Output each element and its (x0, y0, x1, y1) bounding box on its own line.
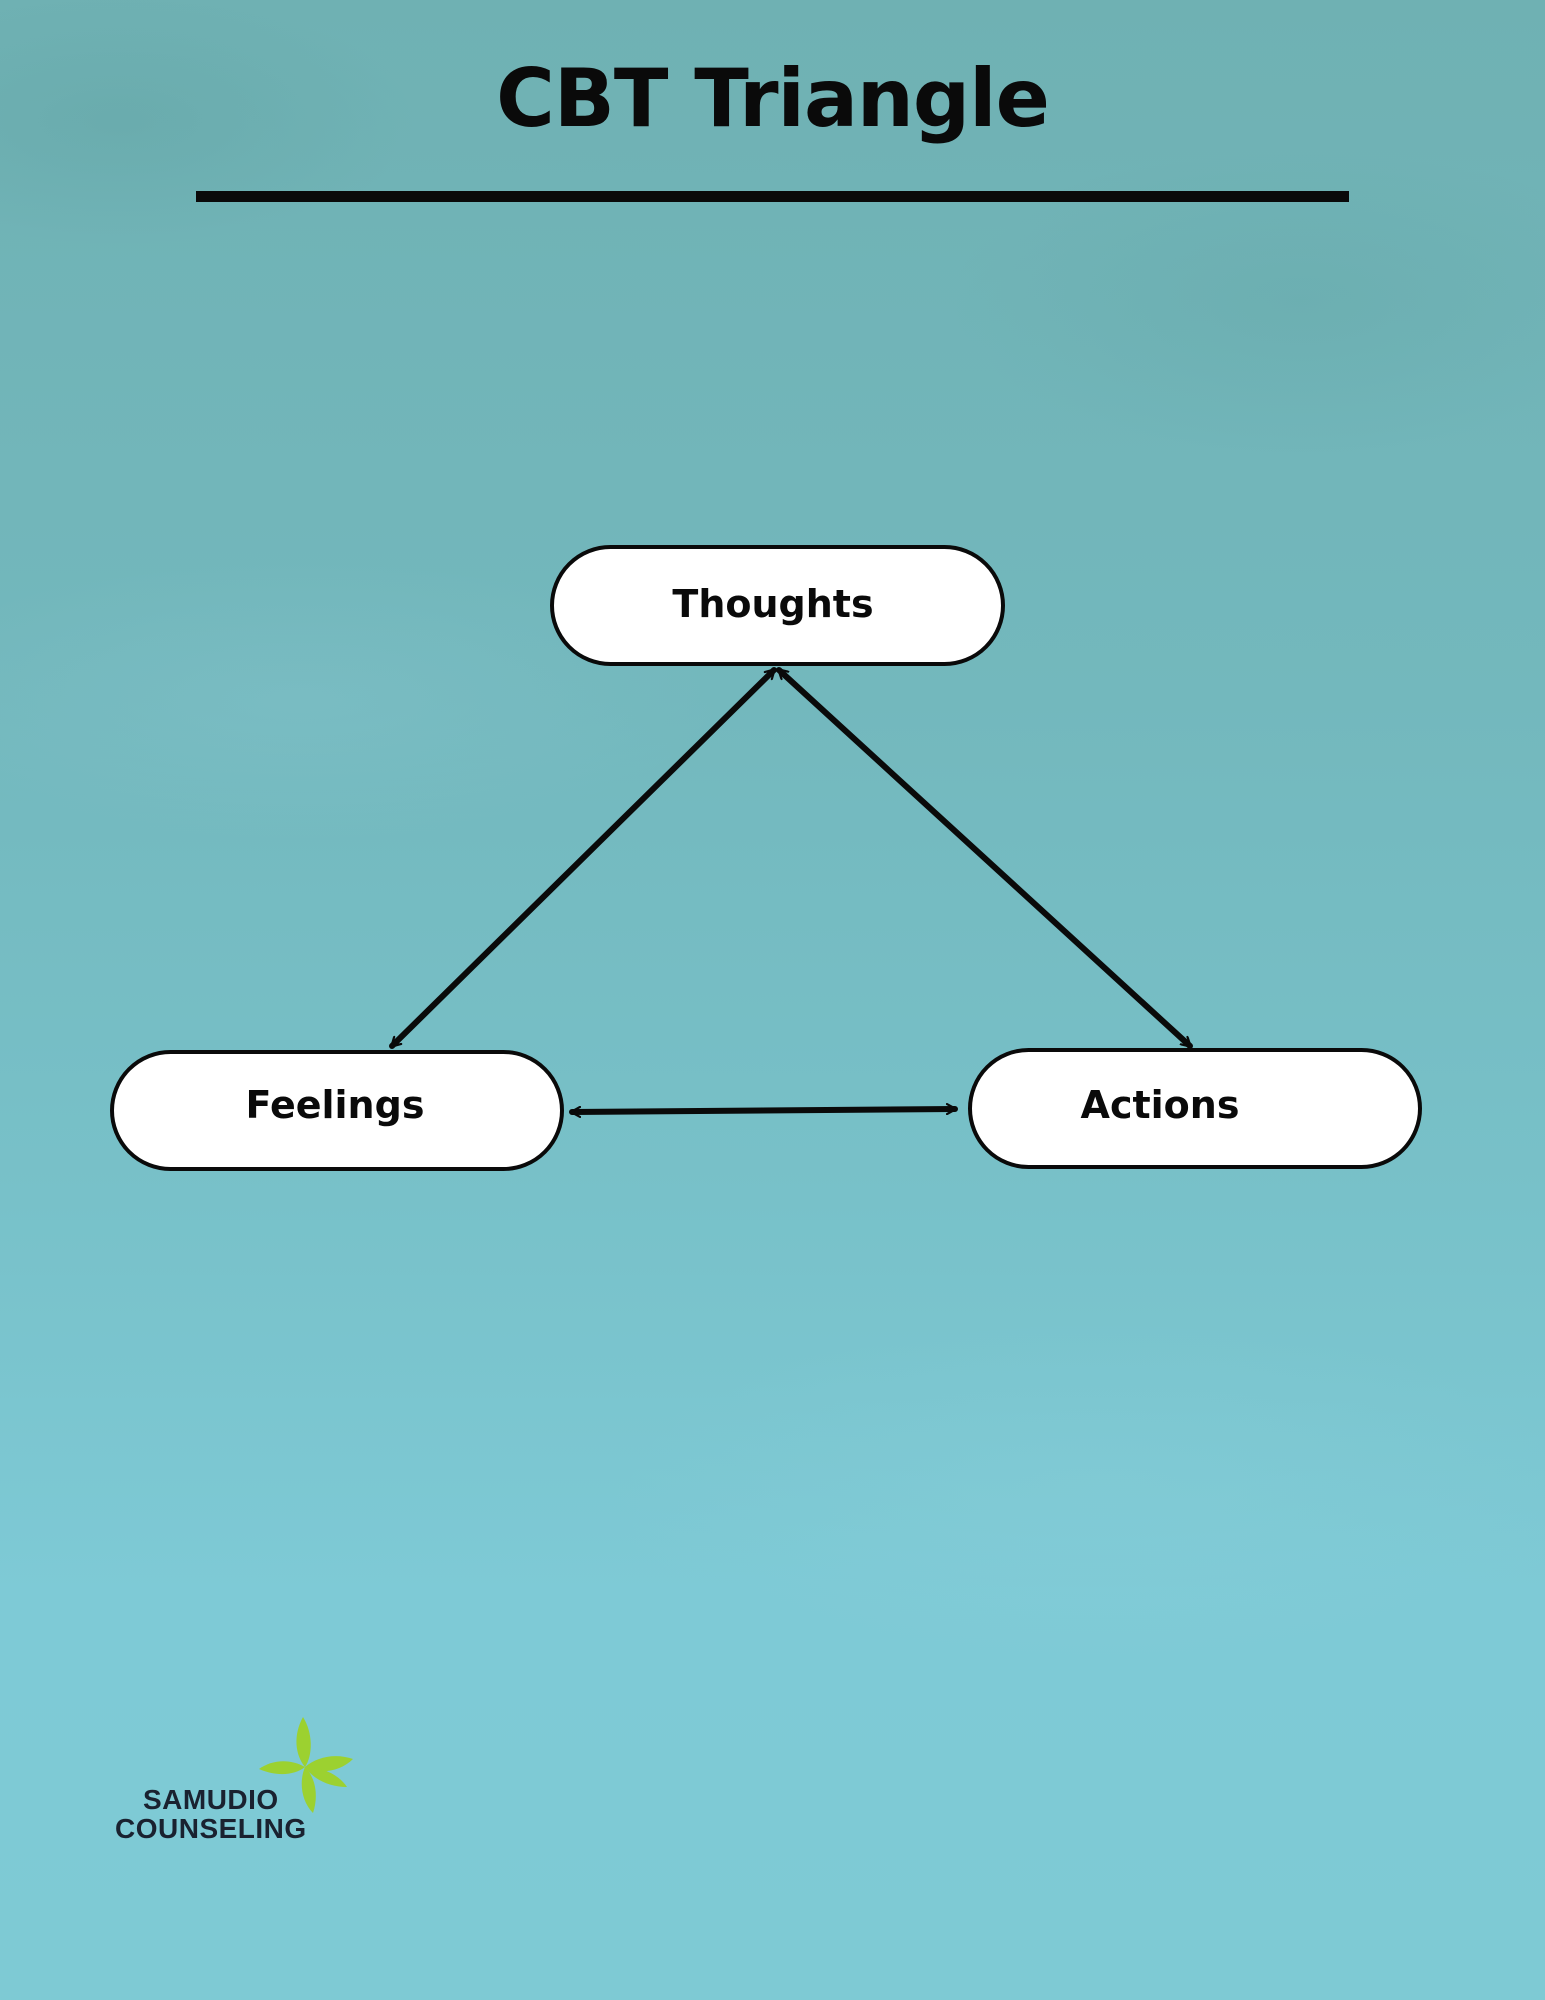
samudio-counseling-logo: SAMUDIO COUNSELING (115, 1715, 375, 1845)
arrow-thoughts-actions (776, 667, 1193, 1049)
node-feelings-label: Feelings (246, 1083, 425, 1127)
node-feelings-pill (110, 1050, 564, 1171)
title-divider (196, 191, 1349, 202)
node-actions-label: Actions (1081, 1083, 1240, 1127)
logo-text: SAMUDIO COUNSELING (115, 1785, 307, 1843)
node-thoughts: Thoughts (550, 545, 1005, 666)
node-thoughts-pill (550, 545, 1005, 666)
logo-text-line2: COUNSELING (115, 1813, 307, 1844)
leaf-icon (259, 1717, 353, 1813)
arrow-feelings-actions (569, 1109, 958, 1112)
logo-text-line1: SAMUDIO (142, 1784, 279, 1815)
node-actions-pill (968, 1048, 1422, 1169)
arrow-thoughts-feelings (389, 667, 777, 1049)
node-actions: Actions (968, 1048, 1422, 1169)
page-title: CBT Triangle (496, 52, 1050, 145)
node-feelings: Feelings (110, 1050, 564, 1171)
node-thoughts-label: Thoughts (672, 582, 873, 626)
